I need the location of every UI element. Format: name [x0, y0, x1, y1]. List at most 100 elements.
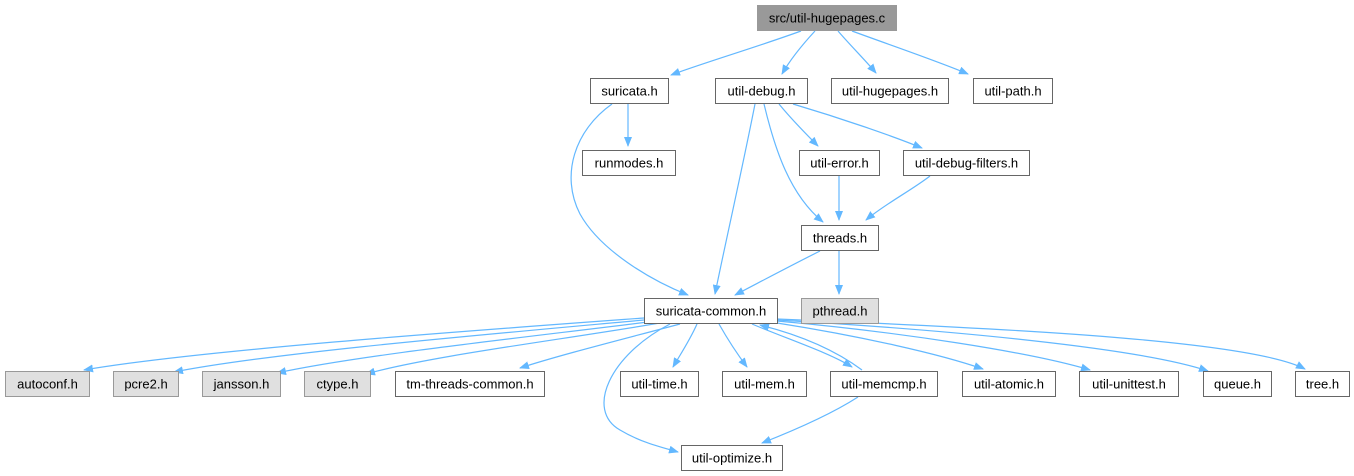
node-label: runmodes.h: [595, 156, 664, 171]
edge-layer: [83, 30, 1306, 454]
node-label: util-optimize.h: [692, 451, 772, 466]
edge-suricata-common-to-util-time: [672, 323, 698, 368]
node-root[interactable]: src/util-hugepages.c: [757, 5, 897, 31]
node-jansson: jansson.h: [202, 371, 281, 397]
node-box: [644, 298, 778, 324]
node-box: [801, 225, 879, 251]
node-label: util-debug-filters.h: [915, 156, 1018, 171]
edge-util-debug-to-threads: [763, 103, 824, 223]
node-box: [715, 78, 808, 104]
node-box: [757, 5, 897, 31]
node-label: threads.h: [813, 231, 867, 246]
node-label: tree.h: [1306, 377, 1339, 392]
node-box: [831, 78, 949, 104]
node-label: tm-threads-common.h: [406, 377, 533, 392]
node-suricata-common[interactable]: suricata-common.h: [644, 298, 778, 324]
node-label: util-atomic.h: [974, 377, 1044, 392]
node-label: util-path.h: [984, 84, 1041, 99]
edge-root-to-util-path: [851, 30, 969, 75]
node-queue[interactable]: queue.h: [1203, 371, 1272, 397]
edge-util-debug-to-util-debug-filters: [792, 103, 923, 149]
node-suricata[interactable]: suricata.h: [590, 78, 669, 104]
edge-util-memcmp-to-suricata-common: [759, 323, 863, 371]
node-util-memcmp[interactable]: util-memcmp.h: [830, 371, 938, 397]
node-util-debug[interactable]: util-debug.h: [715, 78, 808, 104]
node-label: util-debug.h: [728, 84, 796, 99]
node-box: [903, 150, 1030, 176]
node-label: util-time.h: [631, 377, 687, 392]
node-box: [962, 371, 1056, 397]
node-box: [830, 371, 938, 397]
edge-root-to-util-debug: [781, 30, 816, 75]
edge-suricata-common-to-util-mem: [718, 323, 748, 368]
node-box: [801, 298, 879, 324]
node-label: suricata-common.h: [656, 304, 767, 319]
edge-suricata-common-to-tree: [776, 318, 1306, 370]
node-util-atomic[interactable]: util-atomic.h: [962, 371, 1056, 397]
node-util-debug-filters[interactable]: util-debug-filters.h: [903, 150, 1030, 176]
node-box: [681, 445, 783, 471]
node-box: [395, 371, 545, 397]
node-util-optimize[interactable]: util-optimize.h: [681, 445, 783, 471]
node-runmodes[interactable]: runmodes.h: [582, 150, 676, 176]
node-label: src/util-hugepages.c: [769, 11, 886, 26]
node-util-error[interactable]: util-error.h: [799, 150, 880, 176]
edge-root-to-util-hugepages: [837, 30, 877, 74]
node-autoconf: autoconf.h: [5, 371, 90, 397]
node-box: [1295, 371, 1350, 397]
node-box: [620, 371, 699, 397]
edge-root-to-suricata: [670, 30, 802, 76]
edge-suricata-common-to-pcre2: [173, 319, 645, 375]
edge-util-debug-filters-to-threads: [865, 175, 931, 221]
edge-suricata-common-to-queue: [776, 319, 1209, 372]
node-util-path[interactable]: util-path.h: [973, 78, 1053, 104]
edge-suricata-common-to-tm-threads-common: [519, 323, 681, 370]
node-box: [5, 371, 90, 397]
node-box: [1079, 371, 1179, 397]
node-label: util-mem.h: [734, 377, 795, 392]
edge-suricata-common-to-util-memcmp: [751, 323, 853, 368]
node-box: [722, 371, 807, 397]
node-util-mem[interactable]: util-mem.h: [722, 371, 807, 397]
node-util-time[interactable]: util-time.h: [620, 371, 699, 397]
node-box: [582, 150, 676, 176]
node-label: queue.h: [1214, 377, 1261, 392]
node-label: util-memcmp.h: [841, 377, 926, 392]
node-box: [304, 371, 371, 397]
edge-util-debug-to-util-error: [778, 103, 819, 147]
node-tm-threads-common[interactable]: tm-threads-common.h: [395, 371, 545, 397]
node-box: [799, 150, 880, 176]
edge-suricata-common-to-ctype: [365, 322, 661, 376]
node-box: [973, 78, 1053, 104]
edge-suricata-common-to-util-unittest: [776, 320, 1091, 372]
node-box: [202, 371, 281, 397]
node-util-hugepages[interactable]: util-hugepages.h: [831, 78, 949, 104]
node-tree[interactable]: tree.h: [1295, 371, 1350, 397]
node-label: suricata.h: [601, 84, 657, 99]
node-box: [113, 371, 179, 397]
edge-suricata-common-to-autoconf: [83, 317, 645, 373]
node-box: [1203, 371, 1272, 397]
node-label: util-hugepages.h: [842, 84, 938, 99]
node-label: util-error.h: [810, 156, 869, 171]
edge-suricata-common-to-util-optimize: [603, 323, 679, 454]
node-pthread: pthread.h: [801, 298, 879, 324]
node-layer: src/util-hugepages.c suricata.h util-debug…: [5, 5, 1350, 471]
node-label: util-unittest.h: [1092, 377, 1166, 392]
edge-threads-to-suricata-common: [734, 250, 821, 296]
node-threads[interactable]: threads.h: [801, 225, 879, 251]
node-ctype: ctype.h: [304, 371, 371, 397]
node-label: ctype.h: [317, 377, 359, 392]
node-label: autoconf.h: [17, 377, 78, 392]
node-pcre2: pcre2.h: [113, 371, 179, 397]
edge-util-memcmp-to-util-optimize: [761, 396, 859, 444]
node-box: [590, 78, 669, 104]
node-util-unittest[interactable]: util-unittest.h: [1079, 371, 1179, 397]
node-label: pcre2.h: [124, 377, 167, 392]
edge-suricata-common-to-util-atomic: [776, 322, 984, 370]
node-label: jansson.h: [213, 377, 270, 392]
edge-suricata-to-suricata-common: [570, 103, 689, 296]
edge-util-debug-to-suricata-common: [712, 103, 756, 295]
edge-suricata-common-to-jansson: [276, 321, 649, 376]
